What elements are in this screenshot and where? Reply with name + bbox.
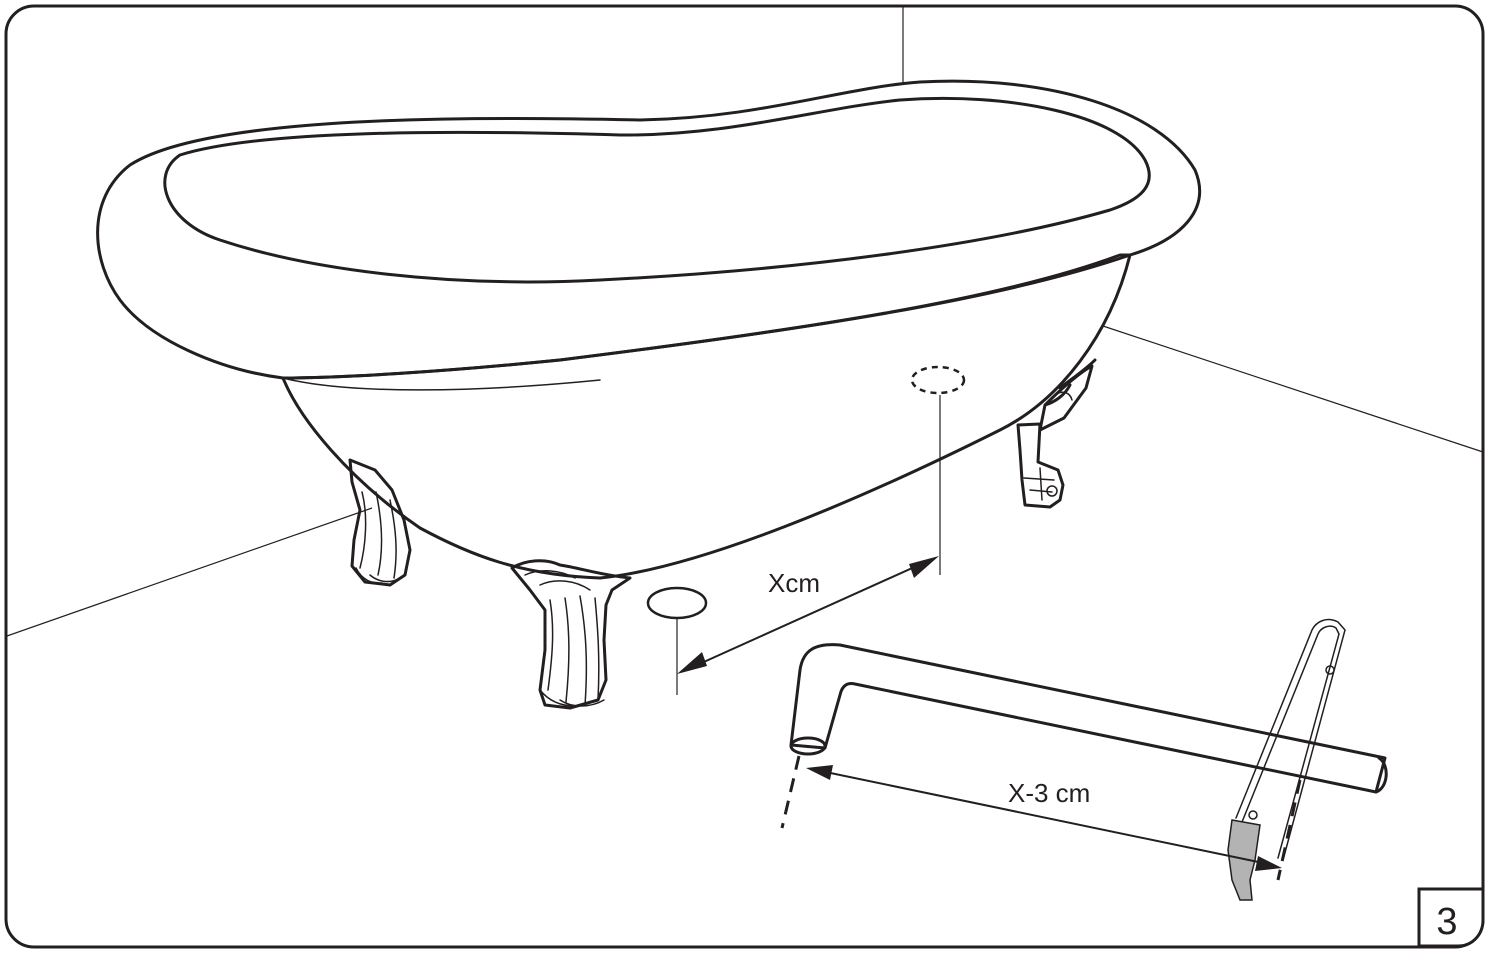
panel-frame xyxy=(4,4,1485,949)
tub-foot-front-right xyxy=(510,559,632,710)
arrowhead-floor-right xyxy=(909,556,939,578)
step-number-badge: 3 xyxy=(1417,887,1485,948)
arrowhead-pipe-right xyxy=(1255,856,1282,871)
dimension-pipe xyxy=(780,755,1302,881)
dimension-floor xyxy=(676,395,941,695)
step-number: 3 xyxy=(1436,901,1457,943)
dimension-label-floor: Xcm xyxy=(768,568,820,598)
tub-foot-front-left-ornament xyxy=(1043,358,1097,407)
dimension-label-pipe: X-3 cm xyxy=(1008,778,1090,808)
drain-hole-tub xyxy=(910,365,966,395)
drain-pipe xyxy=(789,643,1388,794)
room-corner-lines xyxy=(6,7,1484,637)
arrowhead-floor-left xyxy=(677,652,707,674)
arrowhead-pipe-left xyxy=(806,765,833,780)
bathtub-illustration xyxy=(96,79,1202,710)
